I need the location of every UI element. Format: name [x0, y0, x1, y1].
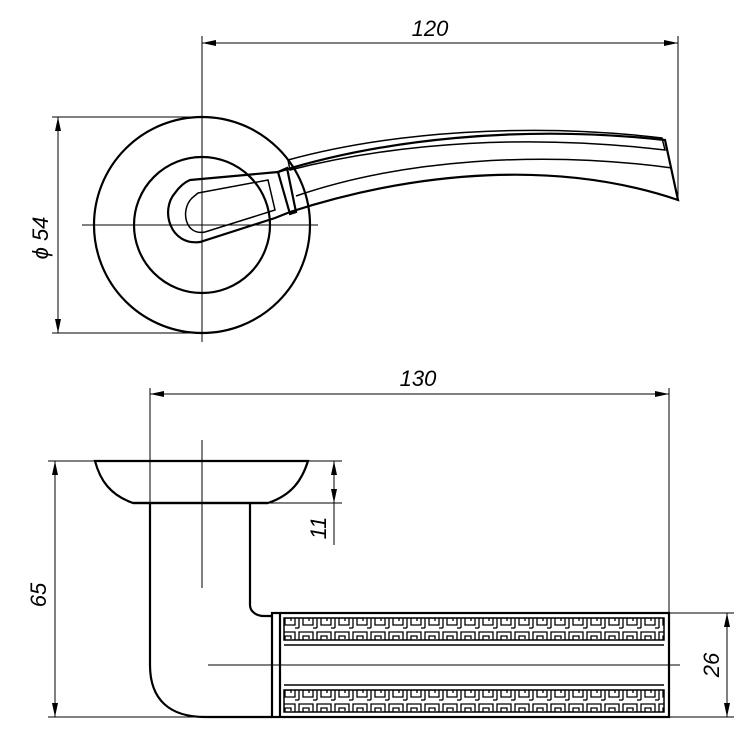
- side-view: 130 65 11 26: [26, 366, 734, 719]
- dim-130-label: 130: [400, 366, 437, 391]
- lever-neck-inner: [184, 179, 276, 233]
- top-view: 120 ϕ 54: [28, 16, 680, 342]
- side-stem-inner: [248, 503, 272, 618]
- lever-decorative-strip: [287, 129, 666, 171]
- lever-collar: [276, 166, 298, 216]
- dim-65-label: 65: [26, 582, 51, 607]
- side-stem-outline: [148, 503, 272, 719]
- side-grip-pattern-top: [283, 617, 665, 641]
- dim-120-label: 120: [412, 16, 449, 41]
- dim-11-label: 11: [306, 517, 331, 540]
- side-grip-pattern-bottom: [283, 689, 665, 713]
- lever-top-edge: [295, 158, 673, 197]
- dim-54-label: ϕ 54: [28, 217, 53, 260]
- lever-top-outline: [167, 132, 680, 244]
- dim-26-label: 26: [699, 652, 724, 678]
